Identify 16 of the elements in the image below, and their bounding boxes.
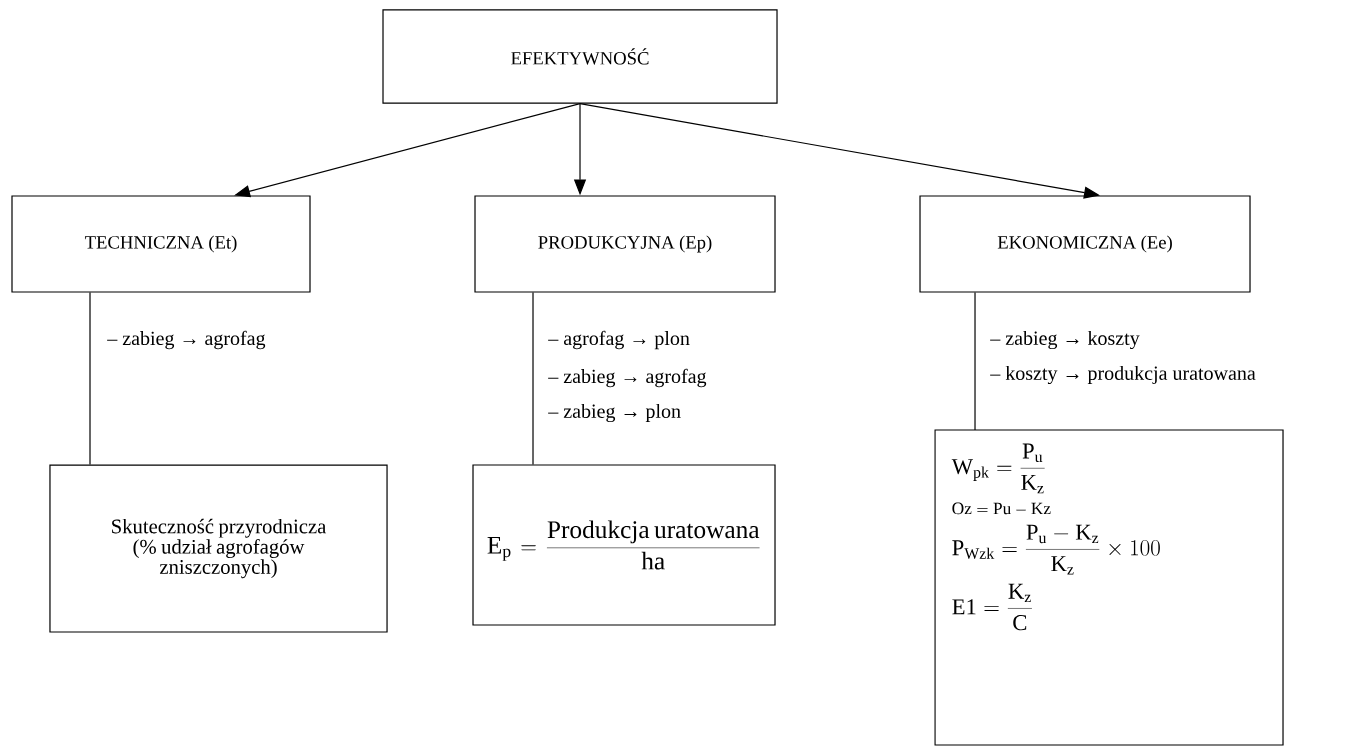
relation-text: – zabieg → plon xyxy=(548,403,681,423)
description-box: Skuteczność przyrodnicza (% udział agrofagów zniszczonych) xyxy=(49,464,388,633)
formula-box: $\mathrm{E}_{\mathrm{p}} = \frac{\mathrm{Produkcja\ uratowana}}{\mathrm{ha}}$ xyxy=(472,464,776,626)
category-box: EKONOMICZNA (Ee) xyxy=(919,195,1251,293)
formula-box: $\mathrm{W}_{\mathrm{pk}} = \frac{\mathrm{P}_{\mathrm{u}}}{\mathrm{K}_{\mathrm{z}}}$ $\mathrm{Oz} = \mathrm{Pu} - \mathrm{Kz}$ $\mathrm{P}_{\mathrm{Wzk}} = \frac{\mathrm{P}_{\mathrm{u}} - \mathrm{K}_{\mathrm{z}}}{\mathrm{K}_{\mathrm{z}}} \times 100$ $\mathrm{E1} = \frac{\mathrm{K}_{\mathrm{z}}}{\mathrm{C}}$ xyxy=(934,429,1284,746)
relation-text: – zabieg → koszty xyxy=(990,330,1140,350)
relation-text: – koszty → produkcja uratowana xyxy=(990,365,1256,385)
category-box: EFEKTYWNOŚĆ xyxy=(382,9,778,104)
relation-text: – zabieg → agrofag xyxy=(107,330,266,350)
connector-line xyxy=(89,292,91,466)
category-box: PRODUKCYJNA (Ep) xyxy=(474,195,776,293)
relation-text: – agrofag → plon xyxy=(548,330,690,350)
relation-text: – zabieg → agrofag xyxy=(548,368,707,388)
connector-line xyxy=(974,292,976,431)
connector-line xyxy=(532,292,534,465)
category-box: TECHNICZNA (Et) xyxy=(11,195,311,293)
